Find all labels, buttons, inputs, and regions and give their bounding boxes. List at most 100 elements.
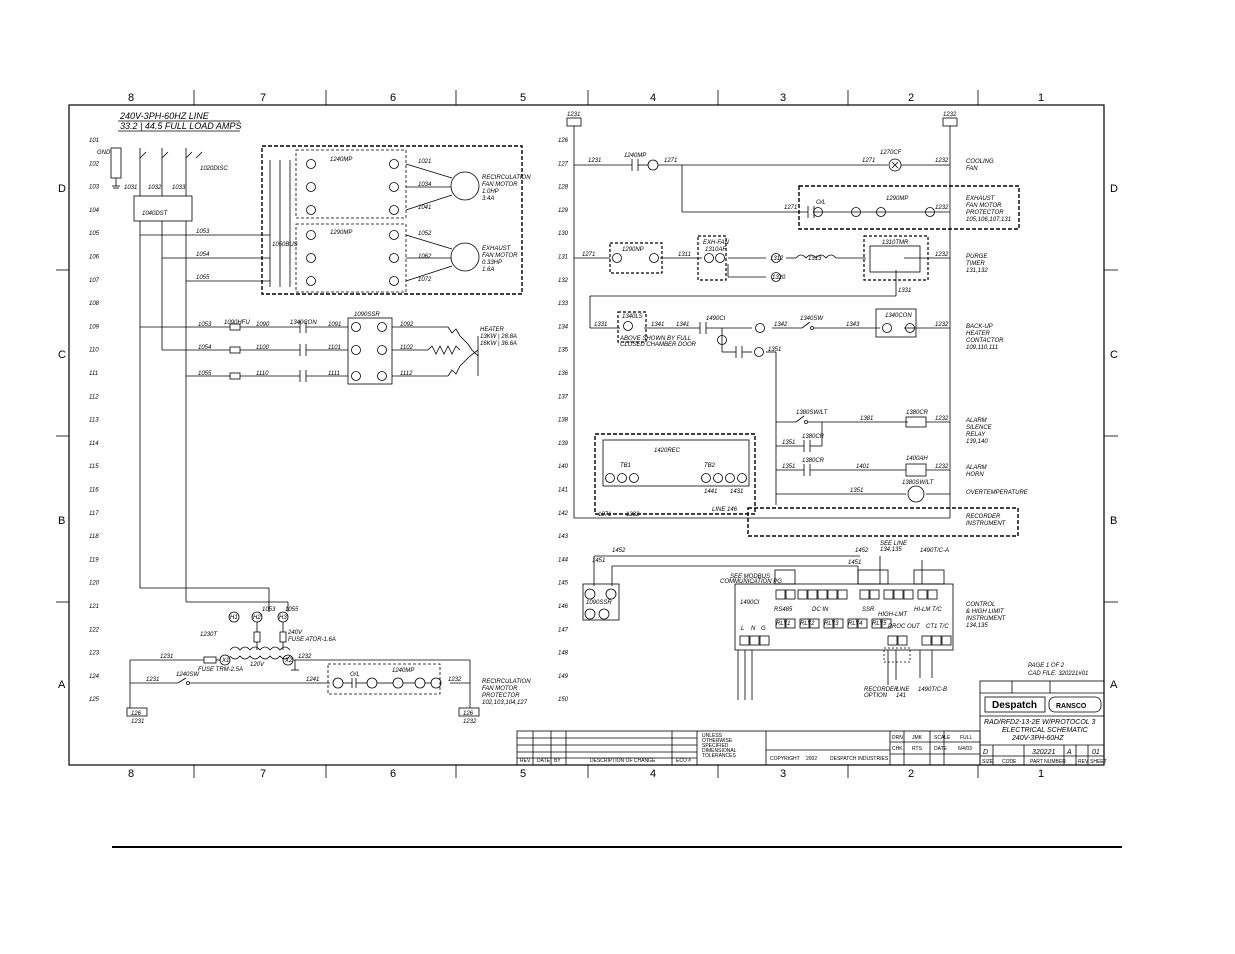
purge-timer-box [863,235,929,281]
starter-terminal [389,159,399,169]
tb-date: DATE [934,746,948,752]
wire-1112: 1112 [400,371,413,377]
limit-switch-box [617,311,647,343]
line-number-126: 126 [558,138,569,144]
zone-col-5-bottom: 5 [520,768,526,780]
ctrl-w1451: 1451 [592,558,605,564]
rec-opt-1: RECORDER [864,687,899,693]
ctrl-dc-in: DC IN [812,607,829,613]
tb-desc-col: DESCRIPTION OF CHANGE [590,758,656,764]
ssr-controller-terminal [584,608,596,620]
r141-w1: 1351 [782,464,795,470]
see-line-1: SEE LINE [880,541,908,547]
r127-w1: 1231 [588,158,601,164]
ctrl-ssr2: SSR [862,607,875,613]
r142-sw: 1380SW/LT [902,480,935,486]
overtemp-light [907,485,925,503]
exhaust-fan-motor [450,242,480,272]
r139-w2: 1232 [935,416,949,422]
r141-cr: 1380CR [802,458,825,464]
line-number-106: 106 [89,255,100,261]
r134-desc-1: BACK-UP [966,324,993,330]
wire-1055: 1055 [196,275,210,281]
ssr-label: 1090SSR [354,312,380,318]
line-number-141: 141 [558,488,568,494]
zone-col-3: 3 [780,92,786,104]
circuit-terminal [617,473,627,483]
terminal-b-2: 1232 [463,719,477,725]
line-number-145: 145 [558,581,569,587]
r129-desc-2: FAN MOTOR [966,203,1002,209]
r127-cf: 1270CF [880,150,902,156]
rec-w2: 1232 [626,512,640,518]
wire-1032: 1032 [148,185,162,191]
tb-drn: DRN [892,735,903,741]
line-number-118: 118 [89,534,99,540]
modbus-2: COMMUNICATION PG [720,579,782,585]
starter-terminal [306,159,316,169]
page-number: PAGE 1 OF 2 [1028,663,1065,669]
zone-row-c-left: C [58,349,66,361]
ctrl-high-lmt: HIGH-LMT [878,612,908,618]
controller-terminal [749,635,760,646]
zone-col-4: 4 [650,92,656,104]
controller-terminal [871,618,882,629]
r129-desc-1: EXHAUST [966,196,996,202]
r134-w6: 1232 [935,322,949,328]
motor-starter-enclosure [261,145,523,295]
zone-row-a-left: A [58,679,66,691]
line-number-101: 101 [89,138,99,144]
wire-1110: 1110 [256,371,269,377]
hfu-label: 1090HFU [224,320,250,326]
r142-w1: 1351 [850,488,863,494]
line-number-115: 115 [89,464,99,470]
tb-note-1: UNLESS [702,733,723,739]
wire-1101: 1101 [328,345,341,351]
zone-col-6: 6 [390,92,396,104]
line-number-111: 111 [89,371,98,377]
starter-terminal [306,182,316,192]
circuit-terminal [649,253,659,263]
line-number-127: 127 [558,161,569,167]
ctrl-hlm: HI-LM T/C [914,607,942,613]
ctrl-rs485: RS485 [774,607,793,613]
circuit-terminal [717,335,727,345]
controller-terminal [823,618,834,629]
r141-ah: 1400AH [906,456,928,462]
circuit-terminal [713,473,723,483]
tb-rev-col: REV [520,758,531,764]
ctrl-l: L [741,626,744,632]
rec-tb1: TB1 [620,463,631,469]
line-number-109: 109 [89,324,100,330]
controller-terminal [897,635,908,646]
ctrl-rly5: RLY5 [872,621,887,627]
recorder-option-box [883,647,911,663]
controller-terminal [739,635,750,646]
r141-desc-2: HORN [966,472,984,478]
heater-desc-2: 13KW | 28.8A [480,334,517,340]
ctrl-line-1: LINE [896,687,910,693]
r141-w2: 1401 [856,464,869,470]
r142-desc: OVERTEMPERATURE [966,490,1029,496]
circuit-terminal [725,473,735,483]
r131-w2: 1311 [678,252,691,258]
r129-desc-3: PROTECTOR [966,210,1004,216]
r129-ol: O/L [816,200,826,206]
controller-terminal [817,589,828,600]
wire-1111: 1111 [328,371,340,377]
controller-wiring [593,555,933,700]
controller-terminal [857,618,868,629]
controller-terminal [775,589,786,600]
r131-w6: 1232 [935,252,949,258]
recirc-starter-box [295,149,407,219]
controller-1490ci [734,583,954,651]
r134-desc-3: CONTACTOR [966,338,1004,344]
recirc-motor-desc-2: FAN MOTOR [482,182,518,188]
r139-desc-2: SILENCE [966,425,993,431]
controller-terminal [931,635,942,646]
h1-label: H1 [230,615,238,621]
circuit-terminal [755,323,765,333]
ctrl-ssr: 1090SSR [586,600,612,606]
protector-desc-4: 102,103,104,127 [482,700,528,706]
ssr-1090-controller [582,583,620,621]
